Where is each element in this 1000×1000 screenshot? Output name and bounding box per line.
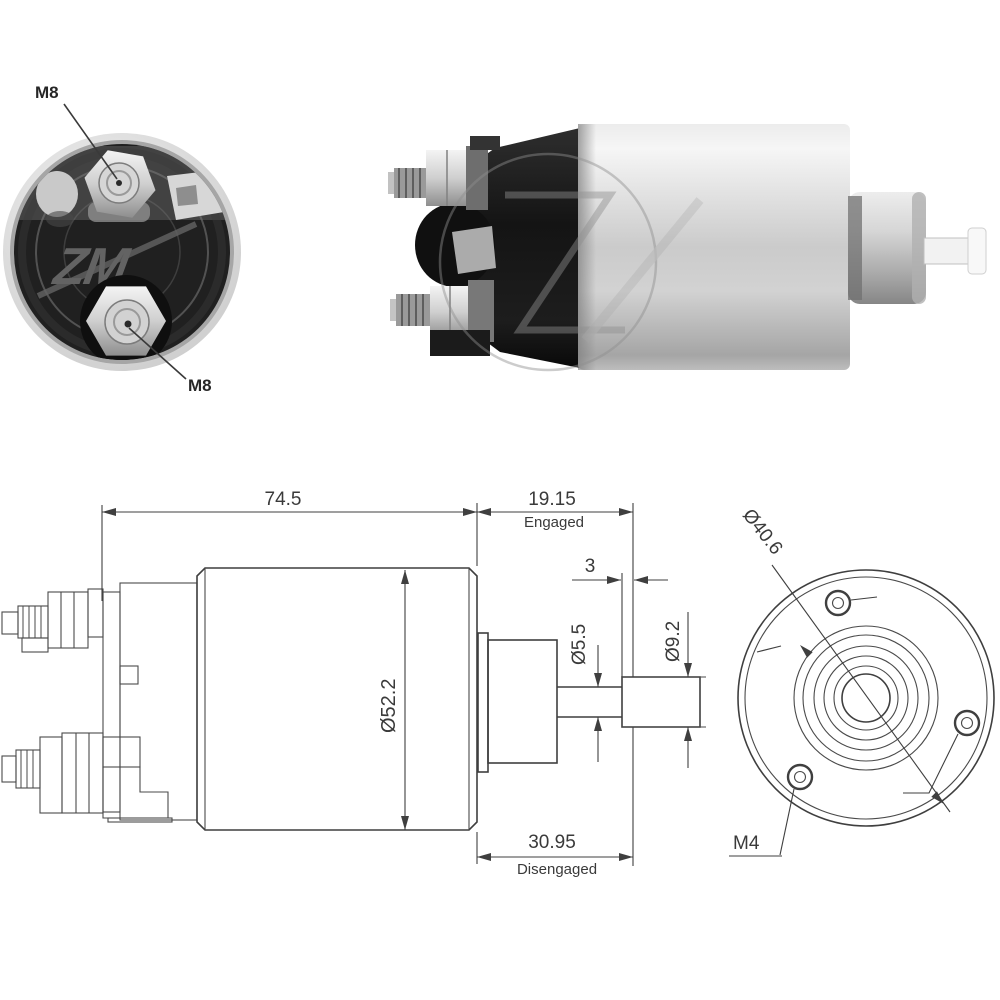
rear-terminal-top bbox=[84, 150, 156, 222]
m4-screw-holes bbox=[756, 589, 981, 794]
engaged-length-text: 19.15 bbox=[528, 489, 576, 510]
mounting-circle-text: Ø40.6 bbox=[738, 505, 786, 559]
dim-mounting-circle: Ø40.6 bbox=[738, 505, 951, 813]
m8-label-top: M8 bbox=[35, 83, 59, 102]
dim-overall-length: 74.5 19.15 Engaged bbox=[102, 489, 633, 531]
side-view-photo bbox=[388, 124, 987, 372]
overall-length-text: 74.5 bbox=[265, 489, 302, 510]
front-view-drawing: Ø40.6 M4 bbox=[729, 505, 995, 857]
dim-shaft-diameter: Ø5.5 bbox=[569, 624, 602, 762]
m8-label-bottom: M8 bbox=[188, 376, 212, 395]
side-view-drawing: 74.5 19.15 Engaged 3 Ø52.2 Ø5.5 bbox=[1, 489, 706, 878]
m8-leader-line-bottom bbox=[128, 327, 187, 380]
dim-pin-diameter: Ø9.2 bbox=[663, 612, 692, 768]
side-mid-bracket bbox=[452, 226, 496, 274]
rear-left-stud bbox=[36, 171, 78, 217]
rear-view-photo: ZM bbox=[3, 83, 241, 395]
m8-leader-line-top bbox=[63, 103, 118, 180]
disengaged-length-text: 30.95 bbox=[528, 832, 576, 853]
front-step-cylinder bbox=[848, 192, 926, 304]
dim-body-diameter: Ø52.2 bbox=[378, 570, 409, 830]
dim-disengaged-length: 30.95 Disengaged bbox=[477, 832, 633, 878]
m4-label-group: M4 bbox=[729, 788, 795, 857]
solenoid-body-cylinder bbox=[578, 124, 850, 370]
zm-watermark-side bbox=[438, 152, 704, 372]
dim-pin-step: 3 bbox=[572, 556, 668, 584]
extension-lines bbox=[101, 503, 634, 866]
m4-label: M4 bbox=[733, 833, 760, 854]
disengaged-caption-text: Disengaged bbox=[517, 861, 597, 878]
drawing-main-body bbox=[196, 567, 478, 831]
pin-step-text: 3 bbox=[585, 556, 596, 577]
rear-terminal-bottom bbox=[80, 275, 172, 360]
side-terminal-top bbox=[388, 136, 500, 210]
drawing-rear-cap bbox=[1, 582, 198, 823]
drawing-plunger bbox=[477, 632, 706, 773]
pin-diameter-text: Ø9.2 bbox=[663, 621, 684, 662]
engaged-caption-text: Engaged bbox=[524, 514, 584, 531]
side-terminal-bottom bbox=[390, 280, 494, 356]
plunger-pin bbox=[923, 227, 987, 275]
body-diameter-text: Ø52.2 bbox=[378, 679, 400, 733]
shaft-diameter-text: Ø5.5 bbox=[569, 624, 590, 665]
